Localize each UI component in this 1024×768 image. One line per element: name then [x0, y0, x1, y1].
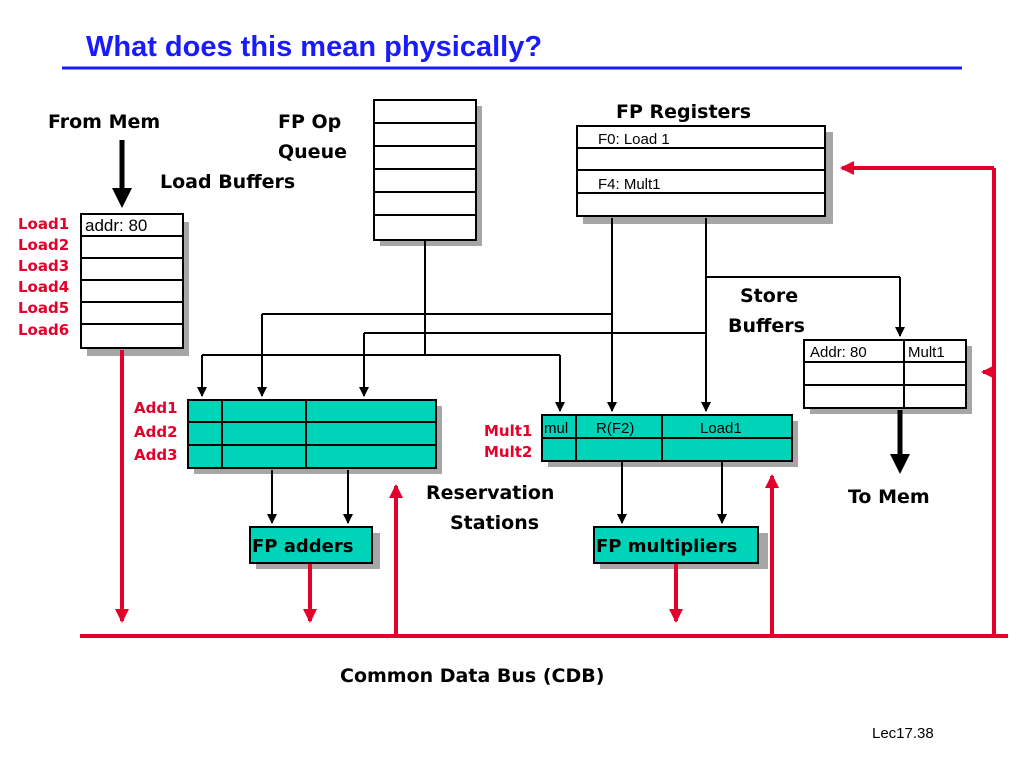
mult-reservation-stations: mul R(F2) Load1: [541, 414, 798, 467]
mult1-vj: R(F2): [596, 420, 634, 437]
fp-op-queue: [373, 99, 482, 246]
fp-multipliers-unit: [593, 526, 759, 564]
load3-label: Load3: [18, 257, 69, 275]
reservation-label: Reservation: [426, 482, 554, 504]
load-buffers: addr: 80: [80, 213, 189, 356]
operand-bus-wires: [257, 218, 905, 412]
store-label: Store: [740, 285, 798, 307]
fp-multipliers-label: FP multipliers: [596, 536, 737, 557]
add-reservation-stations: [187, 399, 442, 474]
add3-label: Add3: [134, 446, 178, 464]
load6-label: Load6: [18, 321, 69, 339]
mult2-label: Mult2: [484, 443, 532, 461]
fp-adders-unit: [249, 526, 373, 564]
load1-label: Load1: [18, 215, 69, 233]
add1-label: Add1: [134, 399, 178, 417]
queue-label: Queue: [278, 141, 347, 163]
fp-adders-label: FP adders: [252, 536, 353, 557]
load4-label: Load4: [18, 278, 69, 296]
f0-register-value: F0: Load 1: [598, 131, 670, 148]
operation-bus-wires: [197, 240, 565, 412]
mult1-op: mul: [544, 420, 568, 437]
load-buffers-label: Load Buffers: [160, 171, 295, 193]
from-mem-label: From Mem: [48, 111, 160, 133]
f4-register-value: F4: Mult1: [598, 176, 661, 193]
store-addr-value: Addr: 80: [810, 344, 867, 361]
mult1-label: Mult1: [484, 422, 532, 440]
fp-registers-label: FP Registers: [616, 101, 751, 123]
stations-label: Stations: [450, 512, 539, 534]
slide-number: Lec17.38: [872, 725, 934, 742]
fp-op-label: FP Op: [278, 111, 341, 133]
cdb-label: Common Data Bus (CDB): [340, 665, 604, 687]
load2-label: Load2: [18, 236, 69, 254]
store-buffers: Addr: 80 Mult1: [803, 339, 972, 414]
load5-label: Load5: [18, 299, 69, 317]
from-mem-arrowhead: [112, 188, 132, 208]
slide-title: What does this mean physically?: [86, 31, 542, 63]
fp-registers: F0: Load 1 F4: Mult1: [576, 125, 833, 224]
store-data-value: Mult1: [908, 344, 945, 361]
common-data-bus: [80, 161, 1008, 638]
to-mem-label: To Mem: [848, 486, 930, 508]
to-mem-arrowhead: [890, 454, 910, 474]
buffers-label: Buffers: [728, 315, 805, 337]
add2-label: Add2: [134, 423, 178, 441]
unit-feed-wires: [267, 462, 727, 524]
load1-value: addr: 80: [85, 216, 147, 235]
mult1-vk: Load1: [700, 420, 742, 437]
